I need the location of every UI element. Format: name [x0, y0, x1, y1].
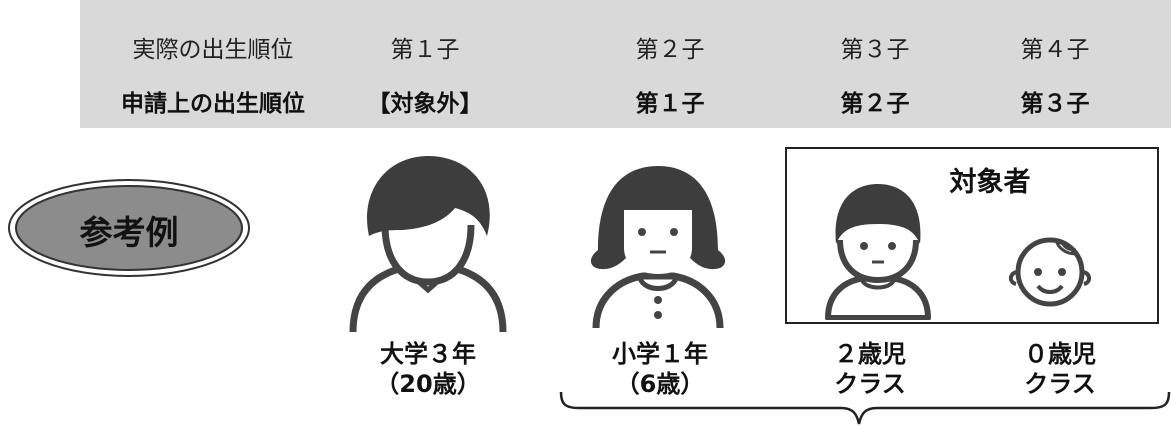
applied-order-3: 第２子: [840, 91, 910, 117]
example-badge: [8, 179, 250, 277]
example-label: 参考例: [79, 213, 179, 252]
child-1-caption: 大学３年 （20歳）: [348, 339, 508, 399]
applied-order-1: 【対象外】: [367, 91, 483, 117]
child-1-grade: 大学３年: [380, 340, 476, 368]
target-box: [785, 147, 1159, 324]
target-label: 対象者: [949, 167, 1031, 198]
applied-order-2: 第１子: [635, 91, 705, 117]
toddler-icon: [825, 184, 931, 320]
applied-order-row-label: 申請上の出生順位: [121, 91, 305, 117]
child-3-class: クラス: [834, 370, 906, 398]
header-band: [80, 0, 1171, 128]
young-man-icon: [349, 156, 507, 333]
child-4-caption: ０歳児 クラス: [990, 339, 1130, 399]
actual-order-1: 第１子: [390, 37, 460, 63]
actual-order-row-label: 実際の出生順位: [132, 37, 294, 63]
girl-icon: [590, 166, 726, 329]
child-4-class: クラス: [1024, 370, 1096, 398]
child-1-age: （20歳）: [375, 370, 481, 398]
child-3-caption: ２歳児 クラス: [800, 339, 940, 399]
baby-icon: [1009, 237, 1091, 307]
actual-order-4: 第４子: [1020, 37, 1090, 63]
child-4-class-age: ０歳児: [1024, 340, 1096, 368]
grouping-brace: [559, 391, 1171, 425]
child-3-class-age: ２歳児: [834, 340, 906, 368]
actual-order-2: 第２子: [635, 37, 705, 63]
child-2-caption: 小学１年 （6歳）: [580, 339, 740, 399]
child-2-age: （6歳）: [615, 370, 705, 398]
child-2-grade: 小学１年: [612, 340, 708, 368]
applied-order-4: 第３子: [1020, 91, 1090, 117]
actual-order-3: 第３子: [840, 37, 910, 63]
